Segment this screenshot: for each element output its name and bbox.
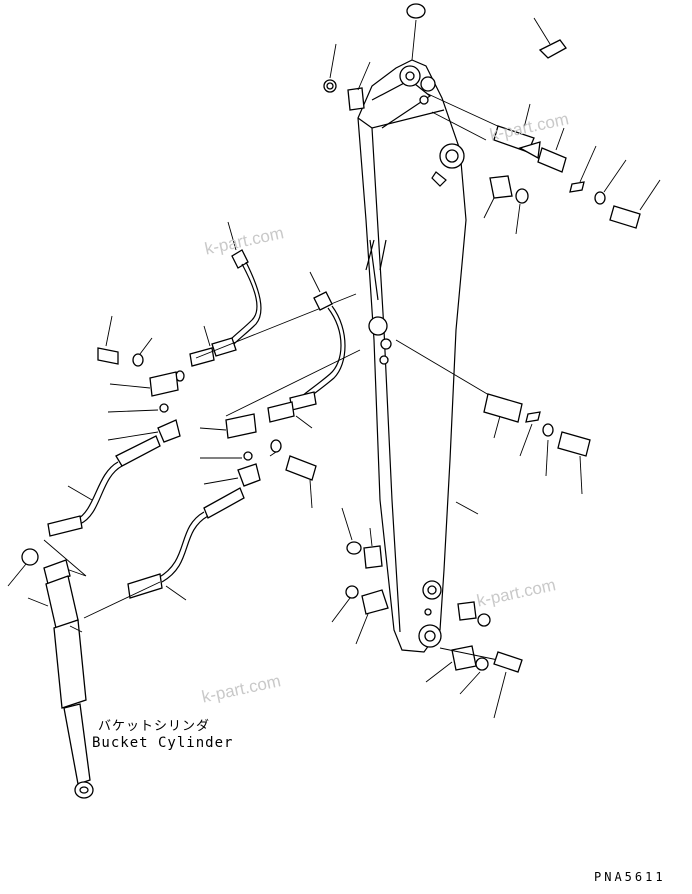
grease-fitting-bottom [493, 651, 523, 673]
bracket-left [149, 371, 179, 397]
bolt-middle [557, 431, 591, 457]
shim-top [406, 3, 426, 19]
hoses [47, 221, 361, 601]
bracket-right [225, 413, 257, 439]
bolt-top [609, 205, 641, 229]
middle-hardware [395, 339, 591, 515]
part-label-english: Bucket Cylinder [92, 735, 234, 751]
bushing-bottom-left [361, 589, 389, 615]
pin-middle [483, 393, 523, 423]
bushing-top-left [347, 87, 365, 111]
top-hardware [323, 3, 661, 235]
grease-fitting-top [538, 39, 567, 59]
bushing-bottom-right [451, 645, 477, 671]
diagram-code: PNA5611 [594, 870, 666, 884]
bucket-cylinder [7, 539, 161, 799]
bolt-left [97, 347, 119, 365]
grease-fitting-right [537, 147, 567, 173]
bottom-hardware [331, 507, 523, 719]
bushing-right [489, 175, 513, 199]
bolt-right [285, 455, 317, 481]
part-label-japanese: バケットシリンダ [98, 719, 211, 734]
arm-body [357, 59, 467, 653]
